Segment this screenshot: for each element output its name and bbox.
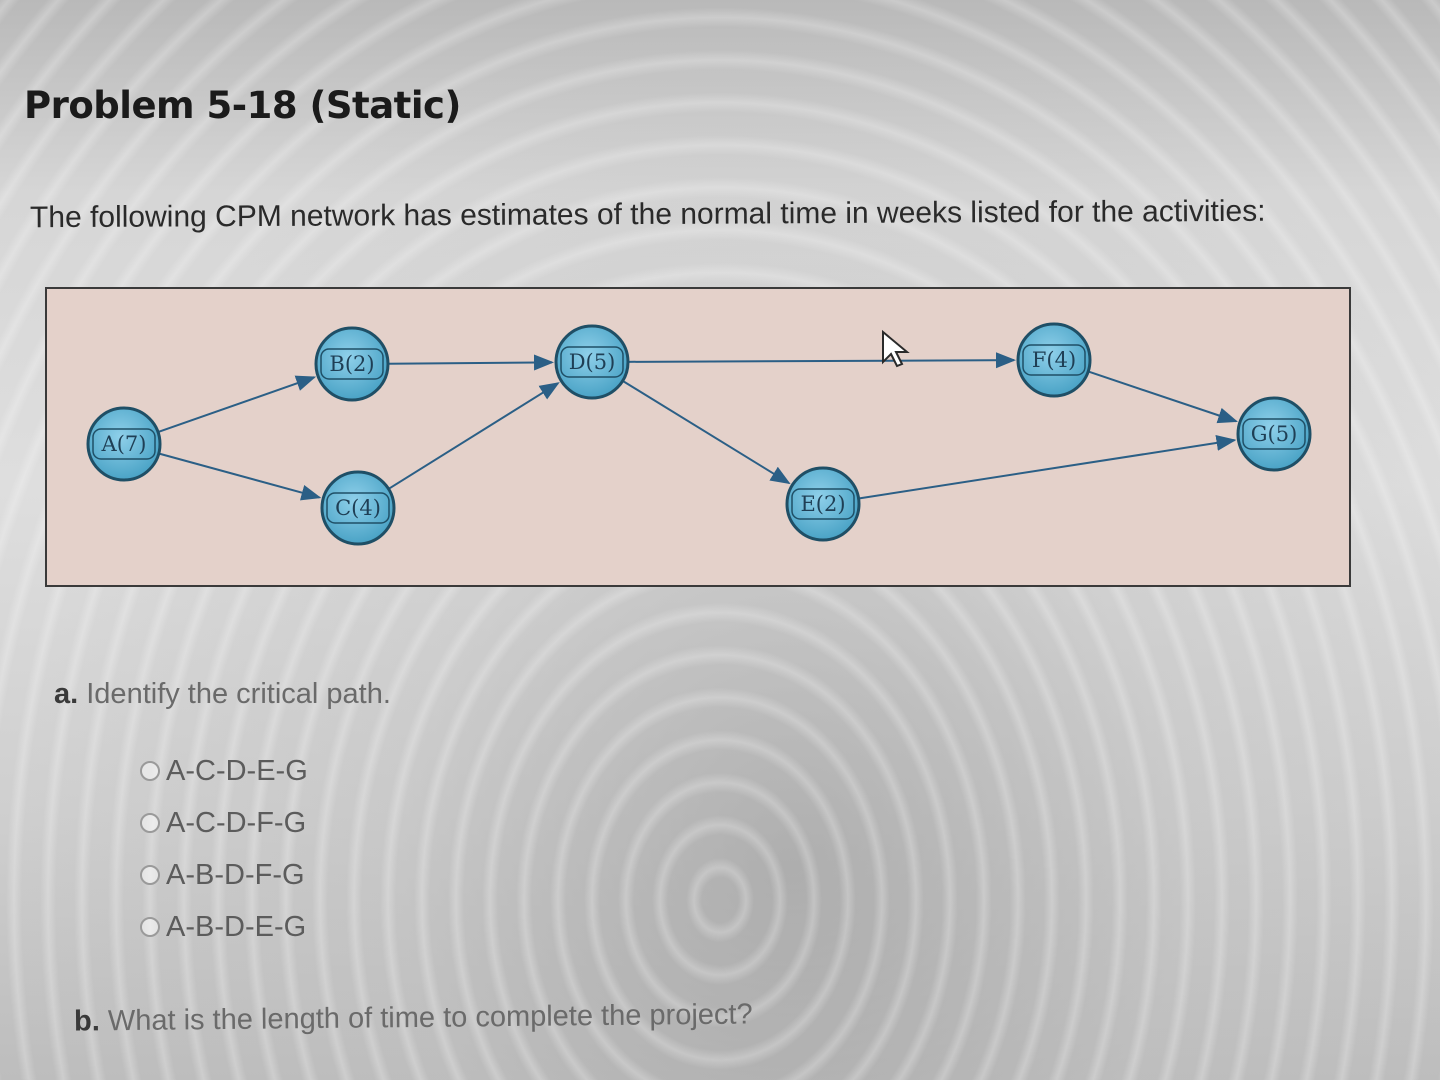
node-e: E(2) <box>785 466 861 542</box>
node-circle <box>554 324 630 400</box>
question-b-letter: b. <box>73 1005 100 1038</box>
node-a: A(7) <box>86 406 162 482</box>
option-4[interactable]: A-B-D-E-G <box>140 901 308 953</box>
mouse-cursor-icon <box>882 329 910 368</box>
node-circle <box>1236 396 1312 472</box>
question-a-letter: a. <box>54 678 79 710</box>
problem-title: Problem 5-18 (Static) <box>24 84 461 127</box>
edge-a-b <box>157 375 317 434</box>
node-label-frame <box>92 428 156 460</box>
edge-e-g <box>858 434 1237 500</box>
node-circle <box>1016 322 1092 398</box>
problem-intro: The following CPM network has estimates … <box>29 194 1266 235</box>
node-label: F(4) <box>1032 348 1076 372</box>
node-f: F(4) <box>1016 322 1092 398</box>
option-label: A-B-D-F-G <box>166 858 305 891</box>
node-label-frame <box>560 346 624 378</box>
node-circle <box>785 466 861 542</box>
node-b: B(2) <box>314 326 390 402</box>
node-label: D(5) <box>569 350 616 374</box>
option-1[interactable]: A-C-D-E-G <box>140 745 308 797</box>
node-label: B(2) <box>329 352 374 376</box>
node-label-frame <box>1022 344 1086 376</box>
option-3[interactable]: A-B-D-F-G <box>140 849 308 901</box>
radio-button-icon[interactable] <box>140 917 160 937</box>
radio-button-icon[interactable] <box>140 813 160 833</box>
radio-button-icon[interactable] <box>140 761 160 781</box>
edge-d-f <box>627 352 1017 369</box>
network-nodes: A(7) B(2) C(4) D(5) E(2) F(4) G(5) <box>86 322 1312 546</box>
edge-f-g <box>1087 370 1238 424</box>
critical-path-options: A-C-D-E-G A-C-D-F-G A-B-D-F-G A-B-D-E-G <box>140 745 308 953</box>
node-label: G(5) <box>1251 422 1298 446</box>
edge-a-c <box>158 452 322 501</box>
node-label: C(4) <box>335 496 381 520</box>
node-label-frame <box>791 488 855 520</box>
edge-d-e <box>622 380 791 485</box>
node-label-frame <box>320 348 384 380</box>
question-a: a. Identify the critical path. <box>54 678 391 711</box>
question-a-text: Identify the critical path. <box>86 678 391 710</box>
node-label-frame <box>1242 418 1306 450</box>
node-circle <box>320 470 396 546</box>
question-b-text: What is the length of time to complete t… <box>107 998 753 1038</box>
edge-c-d <box>388 382 560 490</box>
cpm-network-diagram: A(7) B(2) C(4) D(5) E(2) F(4) G(5) <box>40 286 1352 588</box>
cpm-network-svg: A(7) B(2) C(4) D(5) E(2) F(4) G(5) <box>45 287 1351 587</box>
node-circle <box>314 326 390 402</box>
edge-b-d <box>387 354 555 371</box>
node-label: E(2) <box>800 492 845 516</box>
option-2[interactable]: A-C-D-F-G <box>140 797 308 849</box>
node-circle <box>86 406 162 482</box>
diagram-panel <box>45 287 1351 587</box>
radio-button-icon[interactable] <box>140 865 160 885</box>
option-label: A-C-D-F-G <box>166 806 307 839</box>
node-d: D(5) <box>554 324 630 400</box>
question-b: b. What is the length of time to complet… <box>74 998 753 1038</box>
network-edges <box>157 352 1238 501</box>
option-label: A-B-D-E-G <box>166 910 307 943</box>
node-label-frame <box>326 492 390 524</box>
node-label: A(7) <box>101 432 147 456</box>
node-g: G(5) <box>1236 396 1312 472</box>
node-c: C(4) <box>320 470 396 546</box>
option-label: A-C-D-E-G <box>166 754 308 787</box>
